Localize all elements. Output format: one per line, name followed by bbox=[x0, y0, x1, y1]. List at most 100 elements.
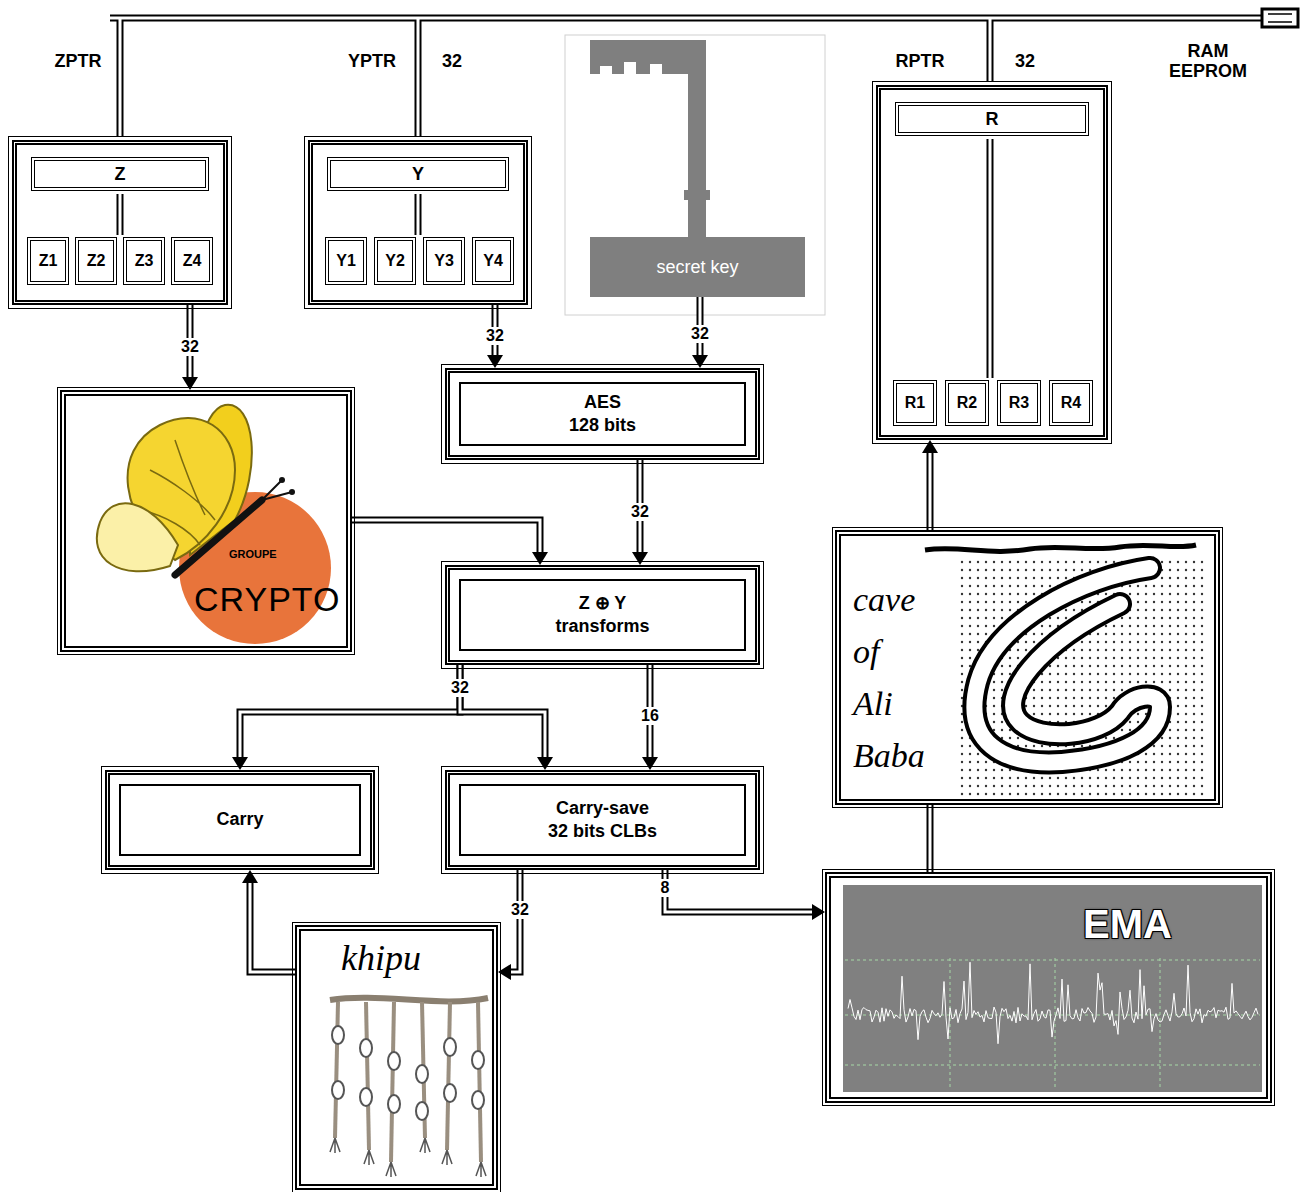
bus-width: 32 bbox=[439, 52, 465, 72]
khipu-knot bbox=[332, 1026, 344, 1044]
cave-ground bbox=[958, 560, 1206, 796]
register-internal-wires bbox=[120, 139, 990, 378]
cell-label: Y3 bbox=[434, 252, 454, 270]
connector-line bbox=[511, 870, 520, 972]
arrowhead bbox=[232, 757, 248, 770]
arrowhead bbox=[242, 870, 258, 883]
plot-grid bbox=[845, 958, 1260, 1090]
connector-line bbox=[647, 665, 654, 757]
box-text: Carry-save bbox=[556, 797, 649, 820]
register-cell: Y1 bbox=[325, 237, 367, 285]
plot-area bbox=[843, 885, 1262, 1092]
khipu-box: khipu bbox=[295, 925, 498, 1190]
connector-line bbox=[240, 665, 460, 757]
antenna bbox=[279, 477, 285, 483]
internal-wire bbox=[120, 139, 990, 378]
register-cell: R1 bbox=[893, 380, 937, 426]
process-box: AES128 bits bbox=[445, 368, 760, 460]
cave-passage bbox=[974, 568, 1160, 762]
arrowhead bbox=[632, 552, 648, 565]
logo-text: CRYPTO bbox=[194, 581, 340, 618]
bus-width: 32 bbox=[1012, 52, 1038, 72]
arrowhead bbox=[182, 377, 198, 390]
bus-connector bbox=[1262, 9, 1298, 27]
register-cell: Y4 bbox=[472, 237, 514, 285]
khipu-knot bbox=[444, 1084, 456, 1102]
connector bbox=[665, 870, 825, 920]
khipu-cord bbox=[330, 998, 488, 1002]
connector-line bbox=[665, 870, 812, 912]
arrowhead bbox=[532, 552, 548, 565]
bus-connector bbox=[1268, 14, 1292, 22]
connector-line bbox=[929, 453, 932, 530]
wing bbox=[97, 503, 178, 571]
bus-label: RAM EEPROM bbox=[1166, 42, 1250, 82]
ema-plot bbox=[843, 885, 1262, 1092]
khipu-knot bbox=[416, 1102, 428, 1120]
bus-label: RPTR bbox=[893, 52, 948, 72]
khipu-pendant bbox=[447, 1002, 450, 1150]
key-panel bbox=[565, 35, 825, 315]
box-text: 128 bits bbox=[569, 414, 636, 437]
cell-label: R4 bbox=[1061, 394, 1081, 412]
arrowhead bbox=[692, 355, 708, 368]
cell-label: Y4 bbox=[483, 252, 503, 270]
connector-line bbox=[699, 297, 702, 355]
bus-width: 8 bbox=[658, 879, 673, 897]
register-cell: R4 bbox=[1049, 380, 1093, 426]
connector-line bbox=[189, 305, 192, 377]
connector-line bbox=[927, 453, 934, 530]
cell-label: Z1 bbox=[39, 252, 58, 270]
cave-box: cave of Ali Baba bbox=[835, 530, 1220, 805]
arrowhead bbox=[487, 355, 503, 368]
butterfly-body bbox=[175, 500, 262, 575]
register-box: YY1Y2Y3Y4 bbox=[308, 140, 528, 305]
handwritten-label: khipu bbox=[341, 939, 421, 979]
antenna bbox=[262, 480, 292, 500]
box-text: AES bbox=[584, 391, 621, 414]
connector-line bbox=[250, 883, 295, 972]
bus-width: 32 bbox=[628, 503, 652, 521]
connector bbox=[922, 440, 938, 530]
register-cell: Y2 bbox=[374, 237, 416, 285]
cell-label: R2 bbox=[957, 394, 977, 412]
khipu-knot bbox=[388, 1052, 400, 1070]
connector-line bbox=[460, 665, 545, 757]
connector-line bbox=[352, 520, 540, 552]
khipu-tassel bbox=[330, 1138, 340, 1153]
register-name: Z bbox=[31, 157, 209, 191]
khipu-knot bbox=[444, 1038, 456, 1056]
arrowhead bbox=[642, 757, 658, 770]
bus-width: 32 bbox=[508, 901, 532, 919]
connector-line bbox=[511, 870, 520, 972]
process-box: Carry-save32 bits CLBs bbox=[445, 770, 760, 870]
cave-ceiling bbox=[925, 545, 1196, 551]
khipu-tassel bbox=[420, 1138, 430, 1153]
cell-label: Z4 bbox=[183, 252, 202, 270]
connector bbox=[498, 870, 520, 980]
register-cell: R2 bbox=[945, 380, 989, 426]
connector-line bbox=[492, 305, 499, 355]
bus-width: 32 bbox=[483, 327, 507, 345]
cell-label: Z2 bbox=[87, 252, 106, 270]
cell-label: Y1 bbox=[336, 252, 356, 270]
register-cell: Z3 bbox=[123, 237, 165, 285]
arrowhead bbox=[498, 964, 511, 980]
process-box: Carry bbox=[105, 770, 375, 870]
register-cell: Z1 bbox=[27, 237, 69, 285]
logo-text: GROUPE bbox=[229, 548, 277, 560]
box-text: Z ⊕ Y bbox=[579, 592, 627, 615]
handwritten-label: cave of Ali Baba bbox=[853, 574, 925, 782]
bus-label: YPTR bbox=[345, 52, 399, 72]
khipu-knot bbox=[472, 1051, 484, 1069]
bus-width: 32 bbox=[178, 338, 202, 356]
connector bbox=[182, 305, 198, 390]
connector-line bbox=[494, 305, 497, 355]
register-box: Z Z1 Z2 Z3 Z4 bbox=[12, 140, 228, 305]
khipu-pendant bbox=[366, 1002, 369, 1150]
cave-illustration bbox=[925, 545, 1206, 796]
cell-label: R3 bbox=[1009, 394, 1029, 412]
connector-line bbox=[639, 460, 642, 552]
connector-line bbox=[649, 665, 652, 757]
process-box: Z ⊕ Ytransforms bbox=[445, 565, 760, 665]
